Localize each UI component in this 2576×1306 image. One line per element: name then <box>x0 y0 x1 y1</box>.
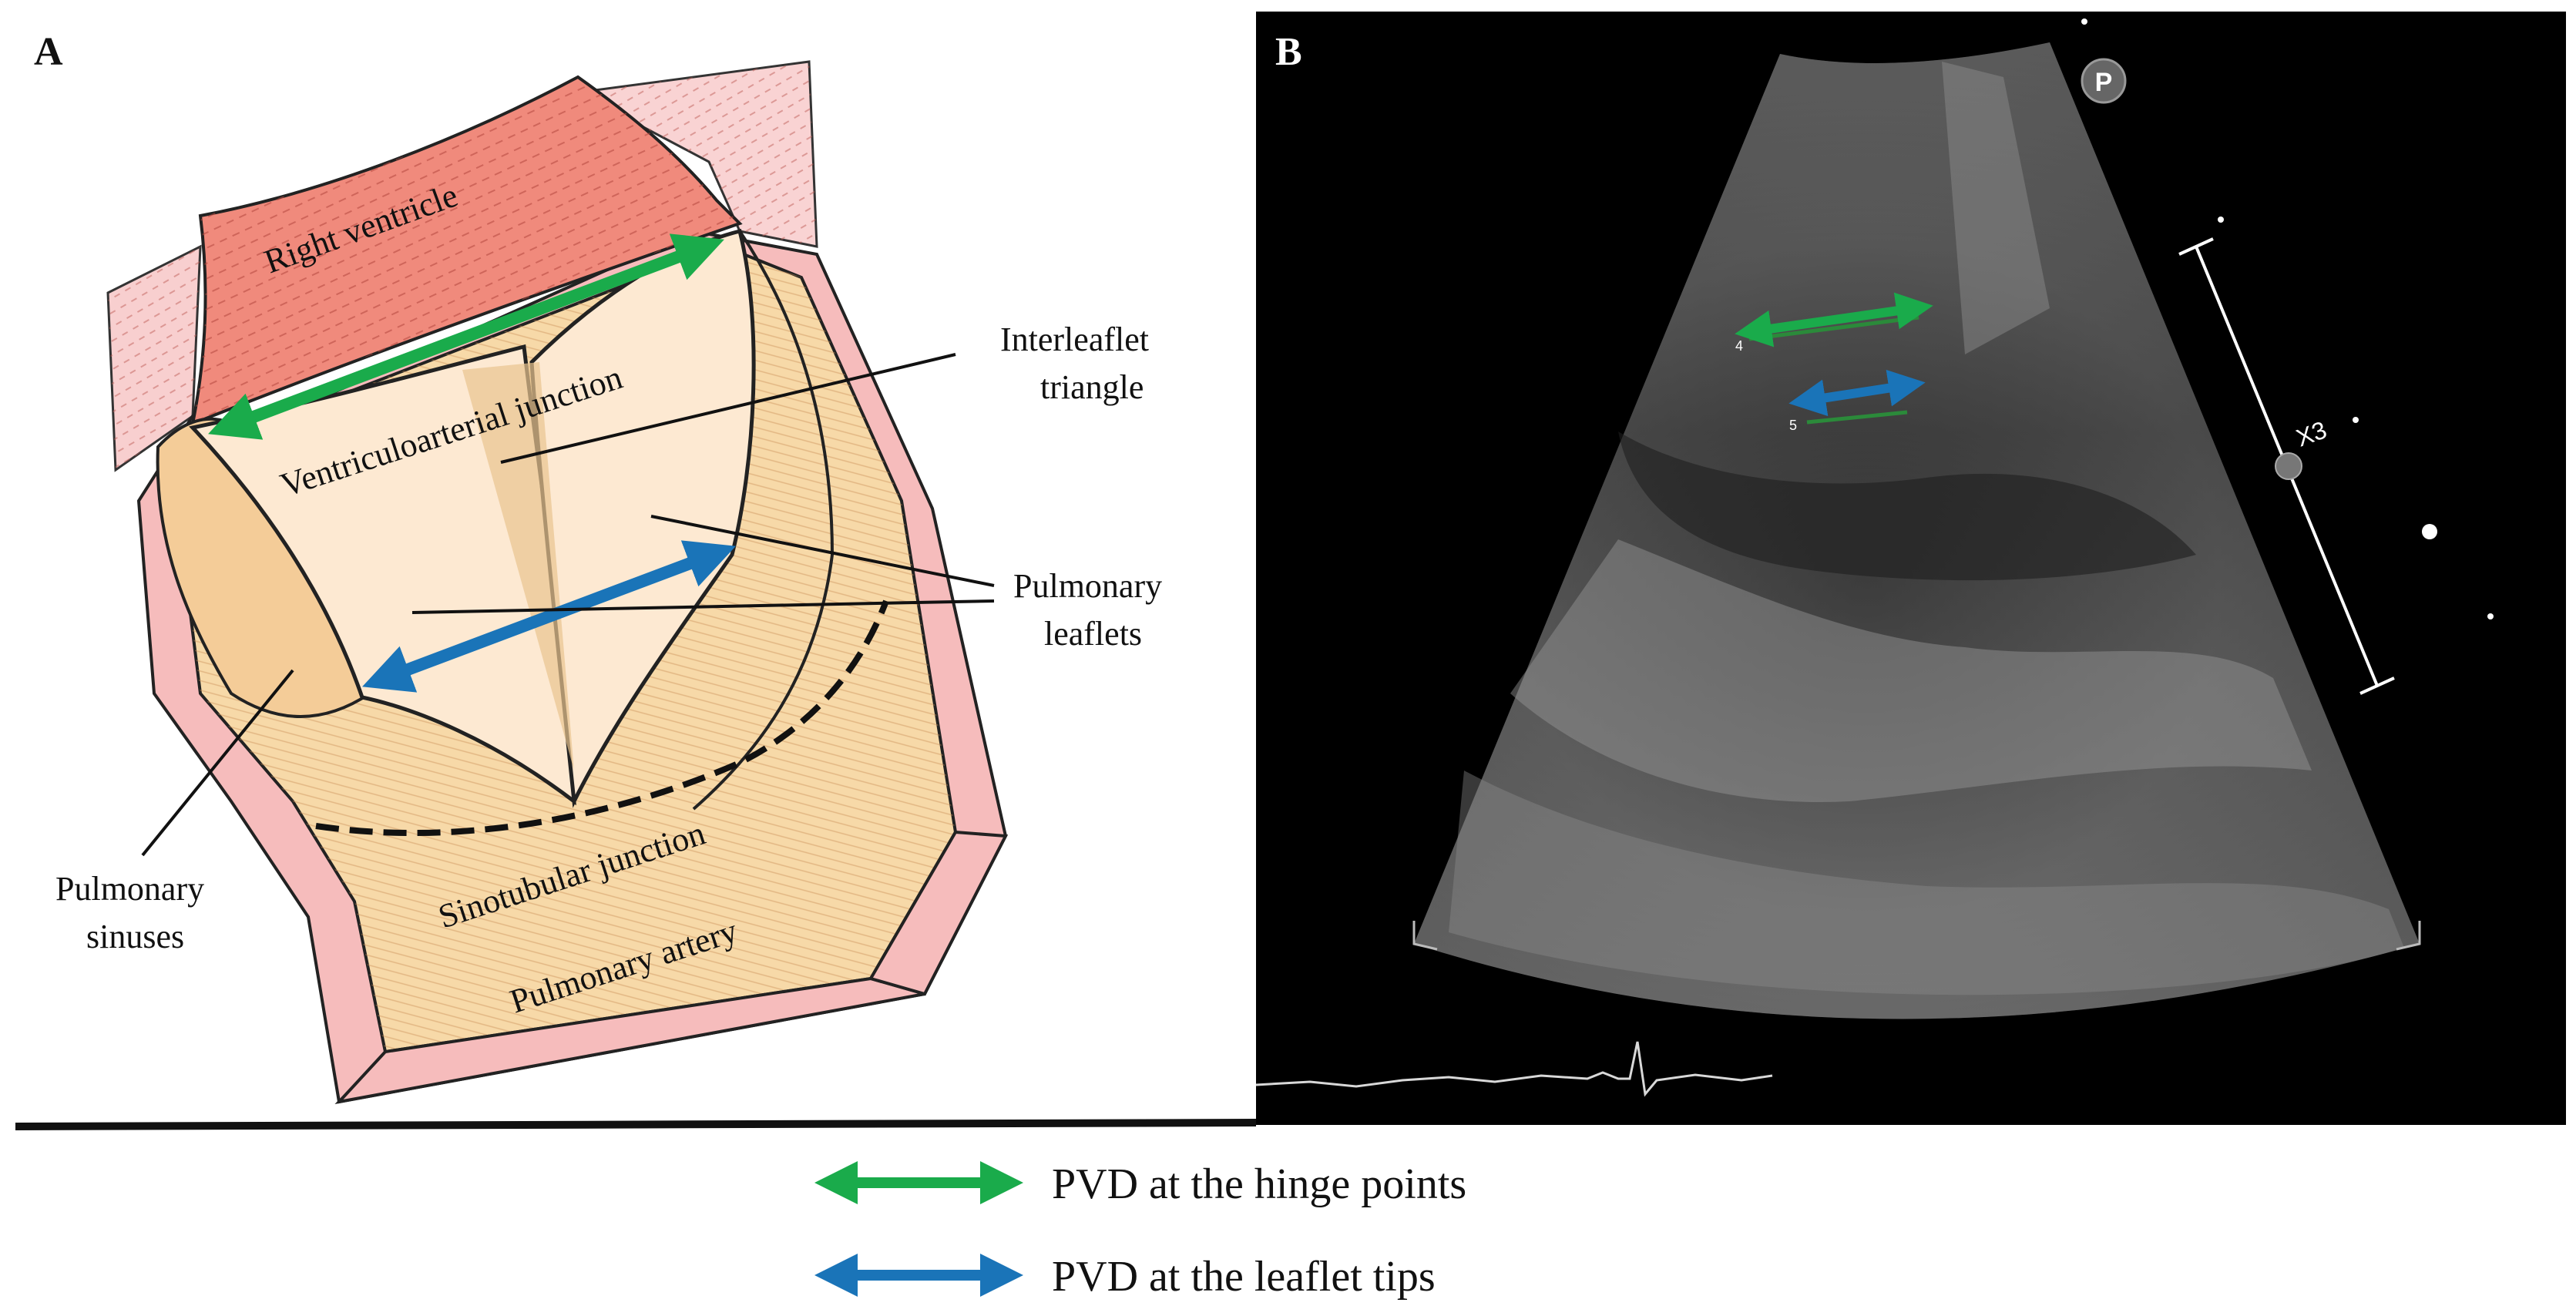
pointer-leaflet-left <box>411 599 995 614</box>
probe-marker-icon <box>2081 58 2127 104</box>
dot-1 <box>2081 18 2087 25</box>
pointer-leaflet-right <box>650 515 995 587</box>
legend-item-hinge: PVD at the hinge points <box>814 1160 1466 1208</box>
tips-arrow-b <box>1788 369 1926 417</box>
legend-tips-label: PVD at the leaflet tips <box>1052 1253 1436 1301</box>
legend: PVD at the hinge points PVD at the leafl… <box>814 1160 1466 1301</box>
dot-3 <box>2353 417 2359 423</box>
tips-arrow-a <box>362 540 736 693</box>
panel-a: A <box>34 30 1162 1105</box>
probe-marker-label: P <box>2095 68 2113 97</box>
panel-divider <box>15 1119 1257 1130</box>
measurement-1-label: 4 <box>1735 338 1743 354</box>
ecg-trace <box>1255 1041 1773 1097</box>
hinge-arrow-b <box>1735 292 1933 347</box>
hinge-arrow-a <box>208 233 724 440</box>
anno-interleaflet-1: Interleaflet <box>1000 321 1149 358</box>
anno-leaflets-2: leaflets <box>1044 615 1142 653</box>
panel-b: B P X3 4 5 <box>1255 12 2566 1125</box>
dot-4 <box>2422 524 2437 539</box>
anno-sinuses-2: sinuses <box>86 918 184 955</box>
pointer-sinuses <box>141 669 294 857</box>
anno-sinuses-1: Pulmonary <box>55 870 204 908</box>
panel-a-letter: A <box>34 30 63 74</box>
scale-bar-knob[interactable] <box>2275 452 2302 480</box>
legend-item-tips: PVD at the leaflet tips <box>814 1253 1436 1301</box>
pointer-interleaflet <box>500 353 956 464</box>
panel-b-letter: B <box>1275 30 1302 74</box>
measurement-2-label: 5 <box>1789 418 1797 433</box>
legend-hinge-label: PVD at the hinge points <box>1052 1160 1466 1208</box>
dot-2 <box>2218 217 2224 223</box>
dot-5 <box>2487 613 2494 619</box>
sinotubular-dashed-line <box>315 599 889 836</box>
anno-interleaflet-2: triangle <box>1040 368 1144 406</box>
anno-leaflets-1: Pulmonary <box>1013 567 1162 605</box>
